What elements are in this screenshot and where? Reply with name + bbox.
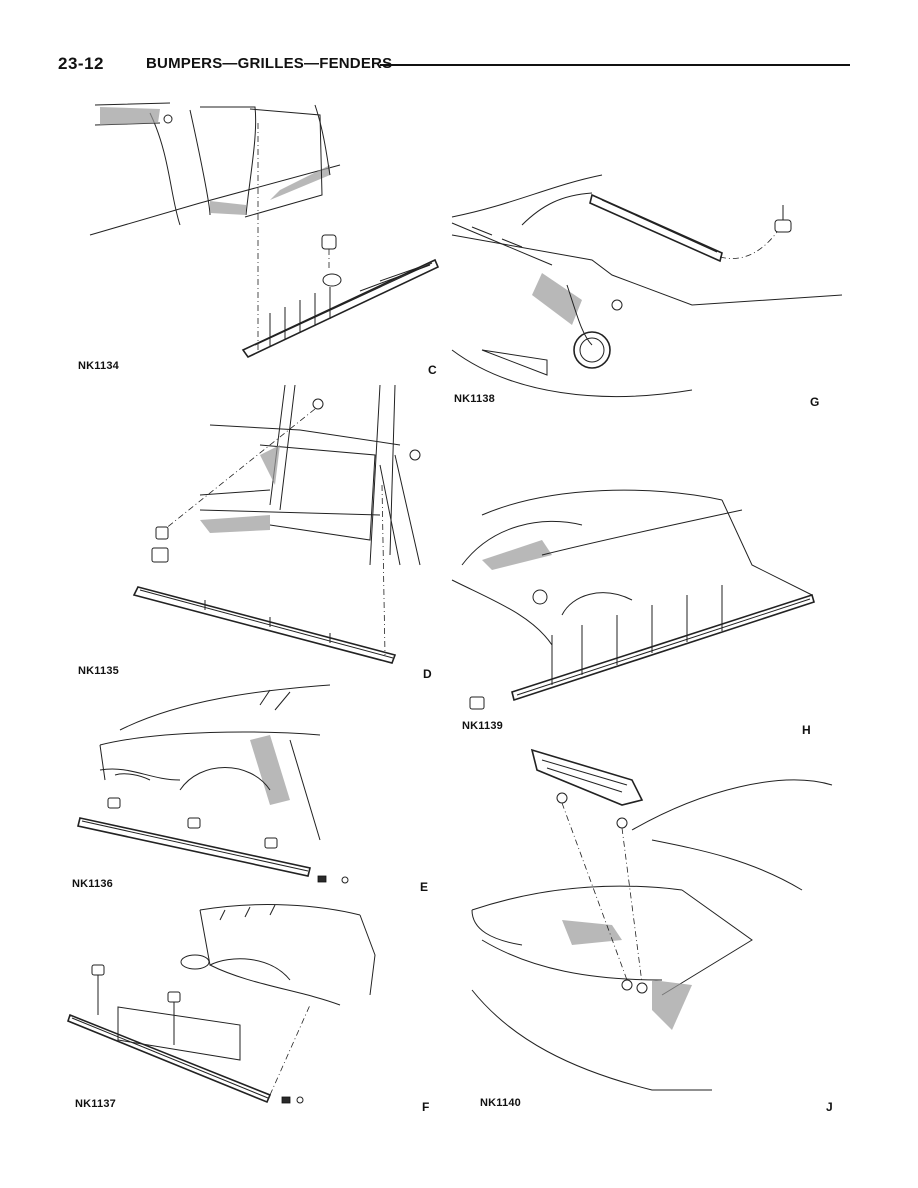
figure-f-letter: F — [422, 1100, 430, 1114]
figure-d-illustration: NK1135 D — [60, 384, 450, 681]
figure-h-illustration: NK1139 H — [451, 485, 852, 740]
figure-j-letter: J — [826, 1100, 833, 1114]
fender-moulding-drawing — [77, 684, 349, 884]
figure-e-id: NK1136 — [72, 878, 113, 890]
rear-quarter-moulding-drawing — [451, 489, 815, 710]
figure-g-letter: G — [810, 395, 820, 409]
figure-f-id: NK1137 — [75, 1098, 116, 1110]
deck-lid-moulding-drawing — [451, 174, 843, 397]
figure-e-letter: E — [420, 880, 429, 894]
figure-c-letter: C — [428, 363, 437, 377]
figure-g-illustration: NK1138 G — [451, 165, 852, 410]
figure-d-id: NK1135 — [78, 665, 119, 677]
moulding-door-drawing — [89, 102, 440, 359]
figure-d-letter: D — [423, 667, 432, 681]
body-side-moulding-drawing — [132, 384, 421, 664]
page-header: 23-12 BUMPERS—GRILLES—FENDERS — [58, 54, 850, 78]
page-number: 23-12 — [58, 54, 104, 73]
figure-c-illustration: NK1134 C — [60, 95, 450, 385]
figure-j-id: NK1140 — [480, 1097, 521, 1109]
figure-j-illustration: NK1140 J — [452, 740, 852, 1115]
figure-e-illustration: NK1136 E — [60, 680, 450, 895]
figure-f-illustration: NK1137 F — [60, 895, 450, 1115]
page-title: BUMPERS—GRILLES—FENDERS — [146, 55, 393, 72]
figure-g-id: NK1138 — [454, 393, 495, 405]
figure-h-id: NK1139 — [462, 720, 503, 732]
rear-fender-moulding-drawing — [67, 904, 376, 1104]
figure-h-letter: H — [802, 723, 811, 737]
deck-lid-emblem-drawing — [471, 748, 833, 1091]
figure-c-id: NK1134 — [78, 360, 119, 372]
header-rule — [380, 64, 850, 66]
